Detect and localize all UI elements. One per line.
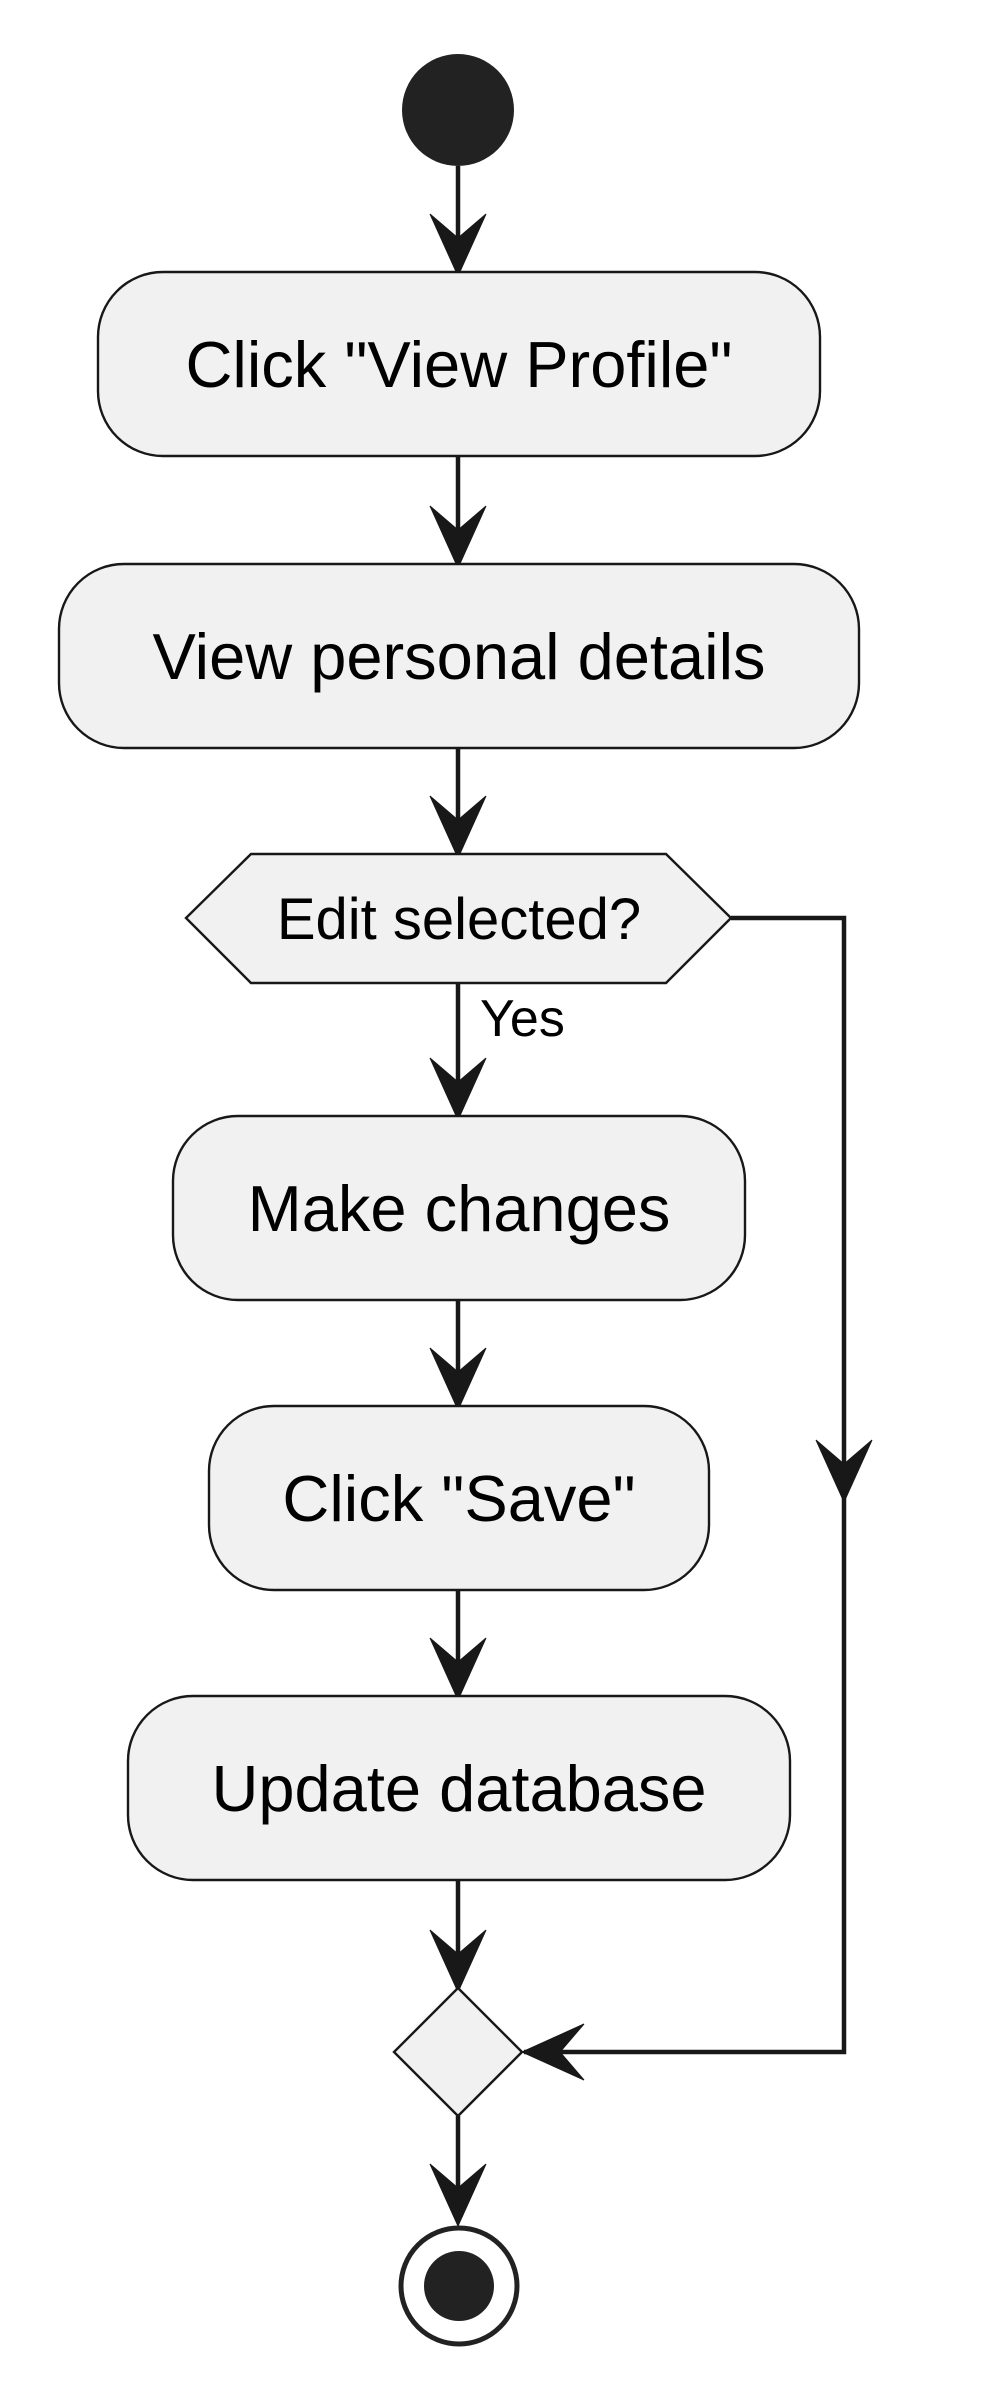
edge-decision-to-make-changes <box>429 983 487 1122</box>
action-click-save: Click "Save" <box>207 1404 711 1592</box>
action-click-save-label: Click "Save" <box>282 1462 635 1535</box>
action-click-view-profile: Click "View Profile" <box>96 270 822 458</box>
edge-make-changes-to-click-save <box>429 1300 487 1412</box>
start-node <box>402 54 514 166</box>
action-view-personal-details: View personal details <box>57 562 861 750</box>
action-update-database-label: Update database <box>211 1752 706 1825</box>
action-make-changes: Make changes <box>171 1114 747 1302</box>
merge-node <box>392 1986 524 2118</box>
edge-decision-no-branch <box>520 915 873 2081</box>
edge-start-to-view-profile <box>429 166 487 278</box>
yes-branch-label: Yes <box>480 990 565 1048</box>
decision-edit-selected-label: Edit selected? <box>277 887 641 952</box>
action-make-changes-label: Make changes <box>248 1172 671 1245</box>
end-node <box>398 2225 520 2347</box>
edge-view-details-to-decision <box>429 748 487 860</box>
edge-click-save-to-update-database <box>429 1590 487 1702</box>
edge-merge-to-end <box>429 2116 487 2228</box>
edge-view-profile-to-view-details <box>429 456 487 570</box>
action-update-database: Update database <box>126 1694 792 1882</box>
action-click-view-profile-label: Click "View Profile" <box>185 328 732 401</box>
action-view-personal-details-label: View personal details <box>152 620 765 693</box>
edge-update-database-to-merge <box>429 1880 487 1994</box>
decision-edit-selected: Edit selected? <box>184 852 733 985</box>
